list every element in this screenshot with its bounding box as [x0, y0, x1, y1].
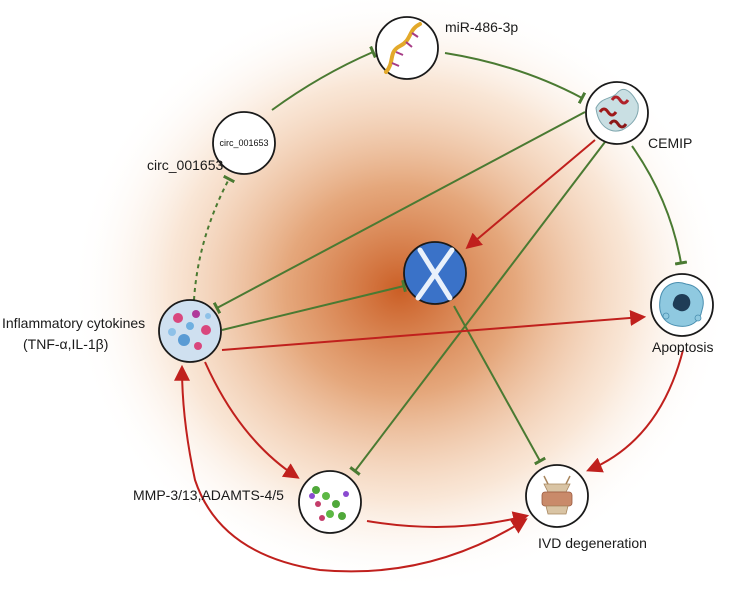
edge-cemip-inhibits-cytokines [212, 111, 586, 315]
edge-cemip-inhibits-apoptosis [631, 145, 688, 266]
edge-cytokines-activates-apoptosis [221, 310, 647, 351]
cytokines-label-line2: (TNF-α,IL-1β) [23, 336, 108, 352]
node-cemip [585, 81, 649, 145]
apoptosis-label: Apoptosis [652, 339, 713, 355]
edge-cytokines-inhibits-circ [193, 174, 236, 301]
node-circ: circ_001653 [212, 111, 276, 175]
edge-ivd-cytokines-bidirectional [174, 364, 528, 573]
molecule-structure-icon [309, 486, 349, 521]
cytokine-molecules-icon [168, 310, 211, 350]
circ-label: circ_001653 [147, 157, 223, 173]
cytokines-label-line1: Inflammatory cytokines [2, 315, 145, 331]
edge-circ-inhibits-mirna [271, 45, 377, 111]
node-center [403, 241, 467, 305]
mirna-label: miR-486-3p [445, 19, 518, 35]
node-apoptosis [650, 273, 714, 337]
chromosome-icon [415, 247, 455, 301]
apoptotic-cell-icon [659, 282, 704, 327]
protein-structure-icon [595, 88, 639, 132]
circ-inner-label: circ_001653 [219, 138, 268, 148]
node-cytokines [158, 299, 222, 363]
mmp-label: MMP-3/13,ADAMTS-4/5 [133, 487, 284, 503]
edge-cemip-activates-center [465, 139, 596, 250]
intervertebral-disc-icon [541, 475, 573, 515]
edge-cytokines-inhibits-center [221, 279, 407, 331]
edges [174, 45, 688, 573]
edge-mirna-inhibits-cemip [444, 52, 587, 105]
cemip-label: CEMIP [648, 135, 692, 151]
edge-apoptosis-activates-ivd [586, 349, 684, 473]
node-ivd [525, 464, 589, 528]
node-mirna [375, 16, 439, 80]
node-mmp [298, 470, 362, 534]
ivd-label: IVD degeneration [538, 535, 647, 551]
rna-strand-icon [384, 22, 422, 74]
